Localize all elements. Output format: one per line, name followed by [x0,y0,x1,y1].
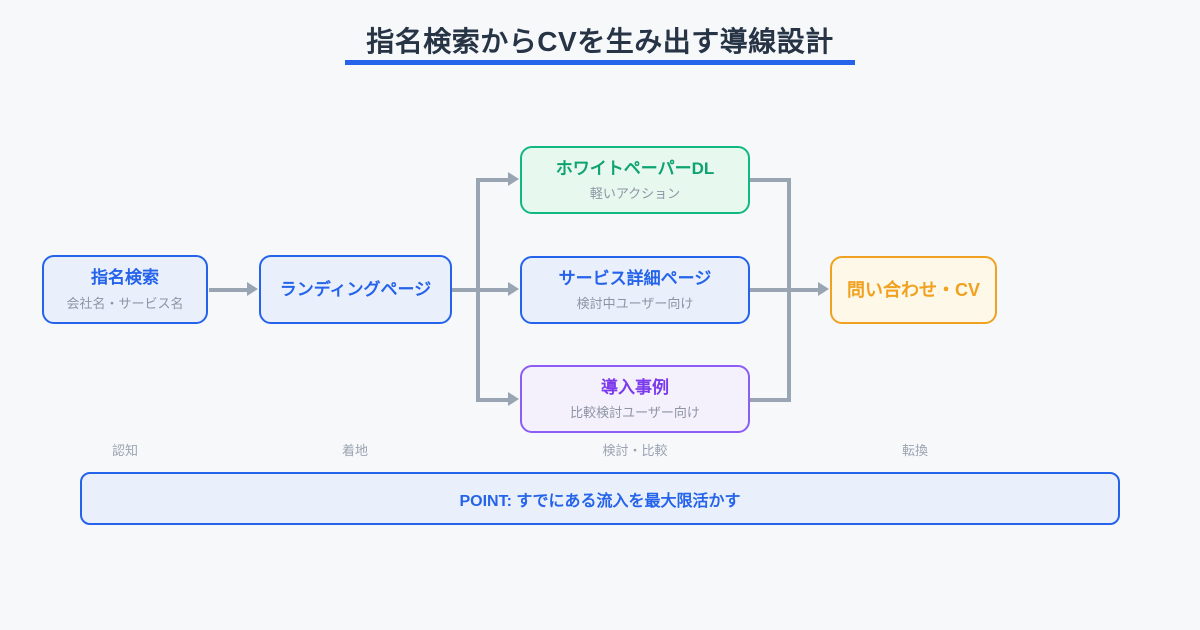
node-service-detail-subtitle: 検討中ユーザー向け [576,296,694,312]
connector-whitepaper-out [750,178,791,182]
arrowhead-into-case [508,392,519,406]
point-banner-text: POINT: すでにある流入を最大限活かす [459,492,741,510]
stage-label-landing: 着地 [341,443,369,458]
connector-service-to-cv [750,288,818,292]
page-title: 指名検索からCVを生み出す導線設計 [366,26,834,57]
node-landing-page: ランディングページ [259,255,452,324]
node-service-detail-title: サービス詳細ページ [558,268,712,288]
arrowhead-into-whitepaper [508,172,519,186]
arrowhead-into-lp [247,282,258,296]
arrowhead-into-service [508,282,519,296]
node-whitepaper-dl: ホワイトペーパーDL 軽いアクション [520,146,750,214]
connector-left-trunk [476,178,480,402]
connector-trunk-to-whitepaper [478,178,508,182]
connector-case-out [750,398,791,402]
connector-trunk-to-case [478,398,508,402]
title-underline [345,60,855,65]
node-case-study-title: 導入事例 [601,377,669,397]
node-case-study-subtitle: 比較検討ユーザー向け [570,405,700,421]
node-contact-cv-title: 問い合わせ・CV [846,279,980,300]
point-banner: POINT: すでにある流入を最大限活かす [80,472,1120,525]
node-contact-cv: 問い合わせ・CV [830,256,997,324]
connector-search-to-lp [209,288,247,292]
node-case-study: 導入事例 比較検討ユーザー向け [520,365,750,433]
node-landing-page-title: ランディングページ [279,279,432,299]
stage-label-awareness: 認知 [111,443,139,458]
node-branded-search: 指名検索 会社名・サービス名 [42,255,208,324]
arrowhead-into-cv [818,282,829,296]
node-branded-search-subtitle: 会社名・サービス名 [66,295,184,311]
stage-label-conversion: 転換 [901,443,929,458]
node-whitepaper-dl-subtitle: 軽いアクション [589,186,681,202]
stage-label-consideration: 検討・比較 [602,443,668,458]
connector-lp-to-service [452,288,508,292]
node-branded-search-title: 指名検索 [91,268,159,288]
node-service-detail: サービス詳細ページ 検討中ユーザー向け [520,256,750,324]
node-whitepaper-dl-title: ホワイトペーパーDL [555,158,715,178]
